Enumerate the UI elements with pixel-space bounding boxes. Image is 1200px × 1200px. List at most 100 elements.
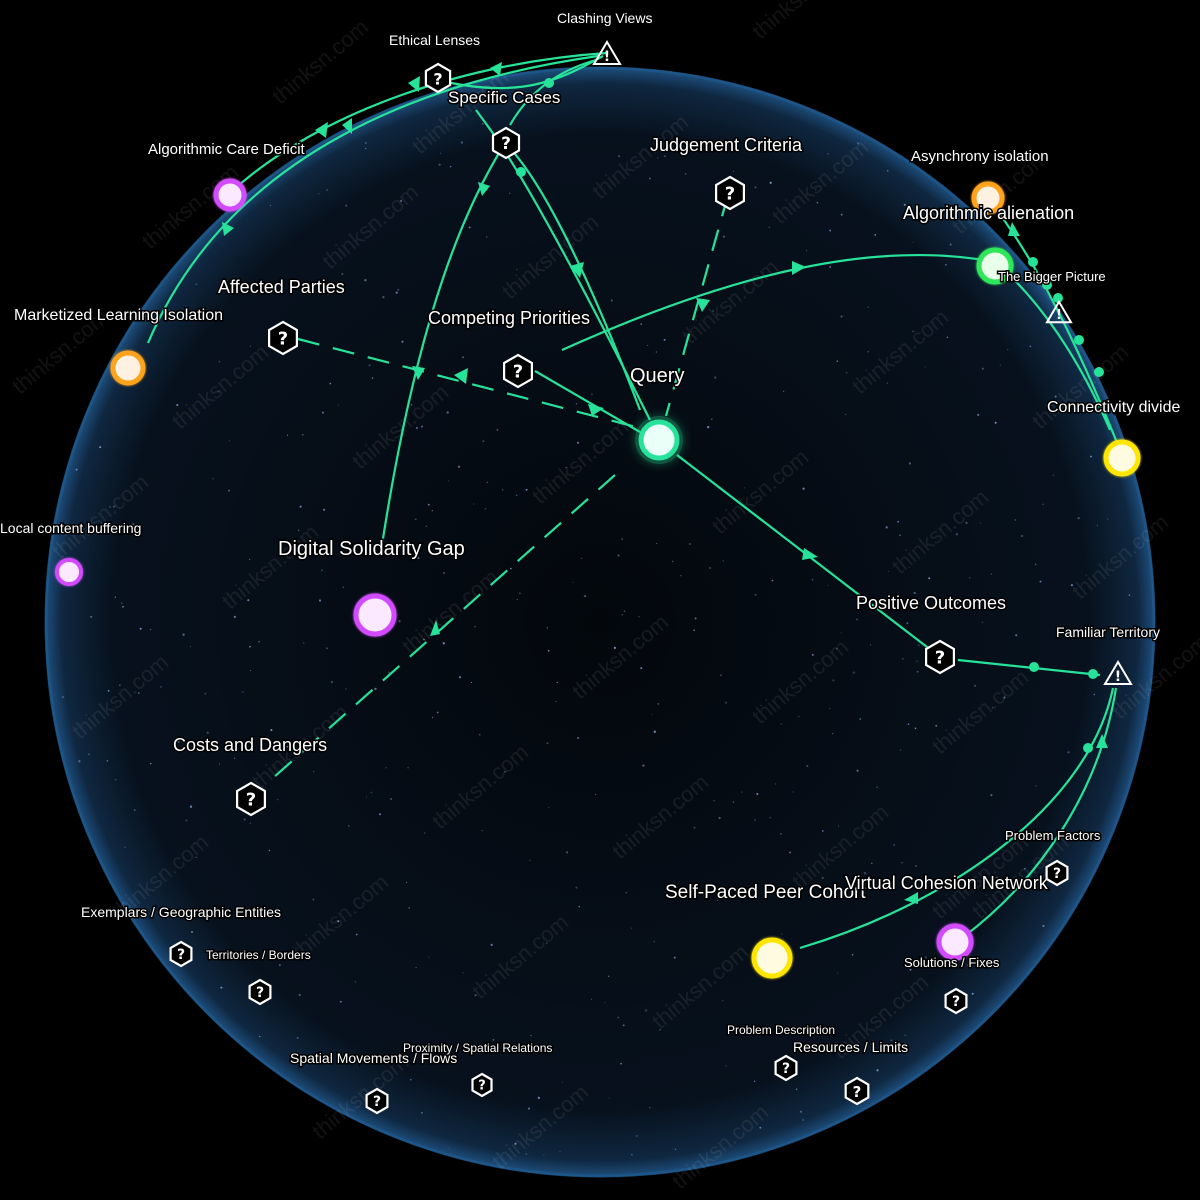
star-dot — [900, 749, 902, 751]
category-spatial-movements-flows[interactable]: ?Spatial Movements / Flows — [289, 1049, 459, 1115]
star-dot — [778, 1027, 780, 1030]
category-competing-priorities[interactable]: ?Competing Priorities — [427, 307, 592, 389]
star-dot — [160, 686, 162, 688]
node-label: Self-Paced Peer Cohort — [665, 882, 866, 903]
category-judgement-criteria[interactable]: ?Judgement Criteria — [649, 134, 805, 211]
category-label: Ethical Lenses — [389, 32, 480, 48]
star-dot — [969, 577, 971, 579]
category-costs-and-dangers[interactable]: ?Costs and Dangers — [172, 734, 329, 817]
star-dot — [448, 480, 450, 482]
magenta-node-circle[interactable] — [55, 558, 83, 586]
query-circle-icon[interactable] — [638, 419, 680, 461]
node-asynchrony-isolation[interactable]: Asynchrony isolation — [910, 147, 1050, 215]
node-virtual-cohesion-network[interactable]: Virtual Cohesion Network — [844, 872, 1050, 961]
category-ethical-lenses[interactable]: ?Ethical Lenses — [388, 31, 482, 94]
question-hexagon-icon[interactable] — [248, 978, 272, 1006]
star-dot — [519, 592, 521, 595]
star-dot — [1067, 751, 1070, 754]
star-dot — [610, 299, 613, 302]
green-node-circle[interactable] — [976, 247, 1014, 285]
question-hexagon-icon[interactable] — [1045, 859, 1069, 887]
query-node[interactable]: Query — [629, 364, 686, 464]
star-dot — [663, 338, 666, 341]
question-hexagon-icon[interactable] — [365, 1087, 389, 1115]
category-problem-description[interactable]: ?Problem Description — [726, 1022, 837, 1082]
question-hexagon-icon[interactable] — [424, 62, 452, 94]
star-dot — [717, 899, 719, 901]
star-dot — [741, 791, 743, 793]
yellow-node-circle[interactable] — [751, 937, 793, 979]
star-dot — [1070, 583, 1074, 587]
star-dot — [555, 700, 557, 703]
category-affected-parties[interactable]: ?Affected Parties — [217, 276, 346, 356]
question-hexagon-icon[interactable] — [471, 1072, 493, 1098]
question-hexagon-icon[interactable] — [944, 987, 968, 1015]
star-dot — [217, 390, 220, 393]
category-specific-cases[interactable]: ?Specific Cases — [447, 87, 562, 160]
node-digital-solidarity-gap[interactable]: Digital Solidarity Gap — [277, 537, 466, 637]
star-dot — [276, 798, 279, 801]
node-connectivity-divide[interactable]: Connectivity divide — [1046, 398, 1182, 477]
node-algorithmic-alienation[interactable]: Algorithmic alienation — [902, 202, 1076, 285]
exclamation-glyph: ! — [1056, 308, 1062, 323]
magenta-node-circle[interactable] — [213, 178, 247, 212]
question-hexagon-icon[interactable] — [844, 1076, 870, 1106]
question-hexagon-icon[interactable] — [503, 353, 534, 389]
star-dot — [709, 566, 711, 569]
orange-node-circle[interactable] — [110, 350, 146, 386]
star-dot — [529, 859, 531, 861]
star-dot — [867, 350, 870, 353]
star-dot — [550, 315, 552, 317]
node-algorithmic-care-deficit[interactable]: Algorithmic Care Deficit — [147, 140, 307, 212]
star-dot — [189, 646, 191, 648]
star-dot — [371, 377, 374, 379]
star-dot — [516, 598, 518, 600]
category-territories-borders[interactable]: ?Territories / Borders — [205, 947, 312, 1006]
warning-triangle-icon[interactable] — [1045, 299, 1073, 324]
question-hexagon-icon[interactable] — [491, 126, 521, 160]
node-self-paced-peer-cohort[interactable]: Self-Paced Peer Cohort — [664, 881, 868, 979]
category-resources-limits[interactable]: ?Resources / Limits — [792, 1038, 910, 1106]
category-exemplars-geographic[interactable]: ?Exemplars / Geographic Entities — [80, 903, 282, 968]
question-hexagon-icon[interactable] — [169, 940, 193, 968]
warning-triangle-icon[interactable] — [1103, 659, 1133, 686]
category-proximity-spatial-relations[interactable]: ?Proximity / Spatial Relations — [402, 1040, 554, 1098]
magenta-node-circle[interactable] — [936, 923, 974, 961]
question-hexagon-icon[interactable] — [774, 1054, 798, 1082]
star-dot — [914, 864, 918, 868]
node-marketized-learning-isolation[interactable]: Marketized Learning Isolation — [13, 306, 225, 386]
star-dot — [572, 581, 574, 583]
node-local-content-buffering[interactable]: Local content buffering — [0, 519, 143, 586]
star-dot — [458, 676, 462, 679]
star-dot — [1054, 395, 1057, 398]
category-familiar-territory[interactable]: !Familiar Territory — [1055, 623, 1161, 686]
magenta-node-circle[interactable] — [353, 593, 397, 637]
star-dot — [955, 533, 959, 536]
category-label: Specific Cases — [448, 88, 560, 107]
orange-node-circle[interactable] — [971, 181, 1005, 215]
category-positive-outcomes[interactable]: ?Positive Outcomes — [855, 592, 1008, 675]
category-solutions-fixes[interactable]: ?Solutions / Fixes — [903, 954, 1001, 1015]
edge-markers — [222, 62, 1108, 904]
star-dot — [924, 956, 928, 959]
star-dot — [149, 628, 152, 631]
arrowhead — [342, 118, 352, 134]
star-dot — [473, 503, 475, 505]
question-hexagon-icon[interactable] — [236, 781, 266, 817]
yellow-node-circle[interactable] — [1103, 439, 1141, 477]
edge-dot — [1088, 669, 1098, 679]
star-dot — [642, 764, 645, 767]
star-dot — [655, 351, 657, 353]
question-hexagon-icon[interactable] — [924, 639, 956, 675]
star-dot — [575, 886, 578, 889]
question-hexagon-icon[interactable] — [268, 320, 298, 356]
question-mark-glyph: ? — [1053, 866, 1061, 882]
category-the-bigger-picture[interactable]: !The Bigger Picture — [997, 268, 1107, 324]
category-problem-factors[interactable]: ?Problem Factors — [1004, 827, 1102, 887]
category-clashing-views[interactable]: !Clashing Views — [556, 9, 654, 66]
question-hexagon-icon[interactable] — [714, 175, 746, 211]
star-dot — [374, 687, 377, 691]
warning-triangle-icon[interactable] — [592, 39, 622, 66]
